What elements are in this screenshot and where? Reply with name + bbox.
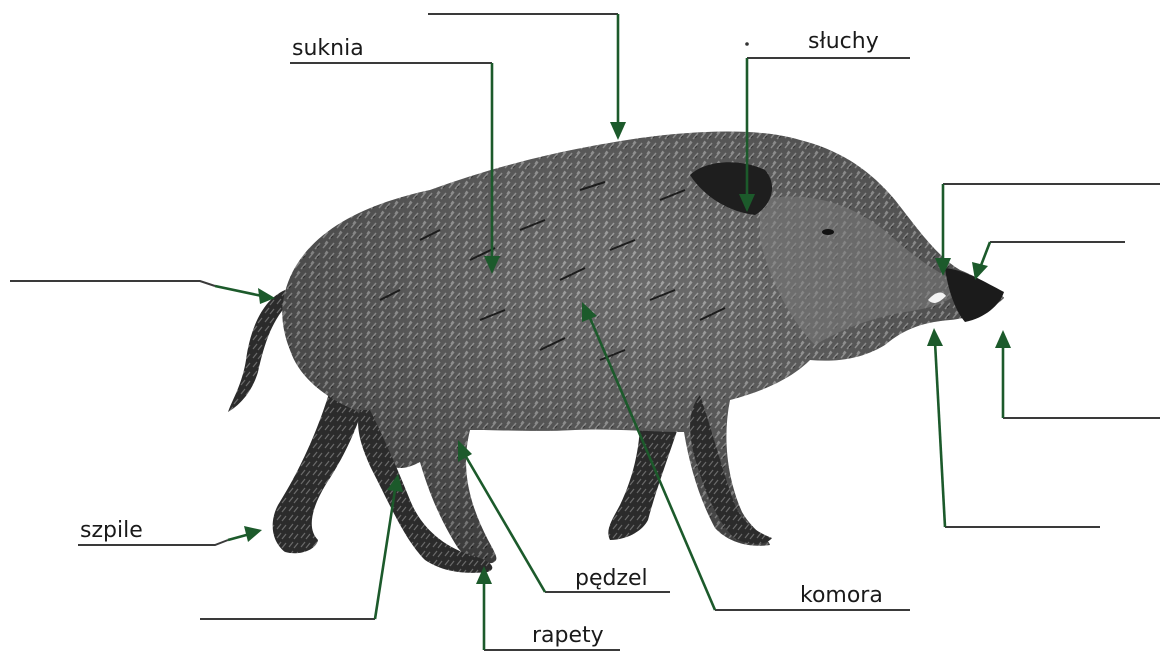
- speck-mark: [745, 42, 749, 46]
- arrow-head: [610, 122, 626, 140]
- label-rapety: rapety: [532, 623, 604, 648]
- label-pedzel: pędzel: [575, 566, 648, 591]
- arrow-right-bottom: [935, 342, 945, 527]
- leader-left-unlabeled: [10, 281, 215, 286]
- label-suknia: suknia: [292, 36, 364, 61]
- arrow-head: [927, 328, 943, 346]
- boar-far-hind-leg: [273, 390, 365, 553]
- arrow-tail: [215, 286, 262, 296]
- wild-boar-illustration: [228, 132, 1004, 573]
- label-szpile: szpile: [80, 518, 143, 543]
- boar-near-front-leg: [690, 395, 772, 544]
- arrow-bottom-left: [375, 490, 395, 619]
- arrow-head: [995, 330, 1011, 348]
- boar-eye: [822, 229, 834, 235]
- arrow-head: [244, 526, 262, 542]
- label-sluchy: słuchy: [808, 29, 879, 54]
- boar-far-front-leg: [608, 420, 678, 540]
- label-komora: komora: [800, 583, 883, 608]
- arrow-right-second: [980, 242, 990, 268]
